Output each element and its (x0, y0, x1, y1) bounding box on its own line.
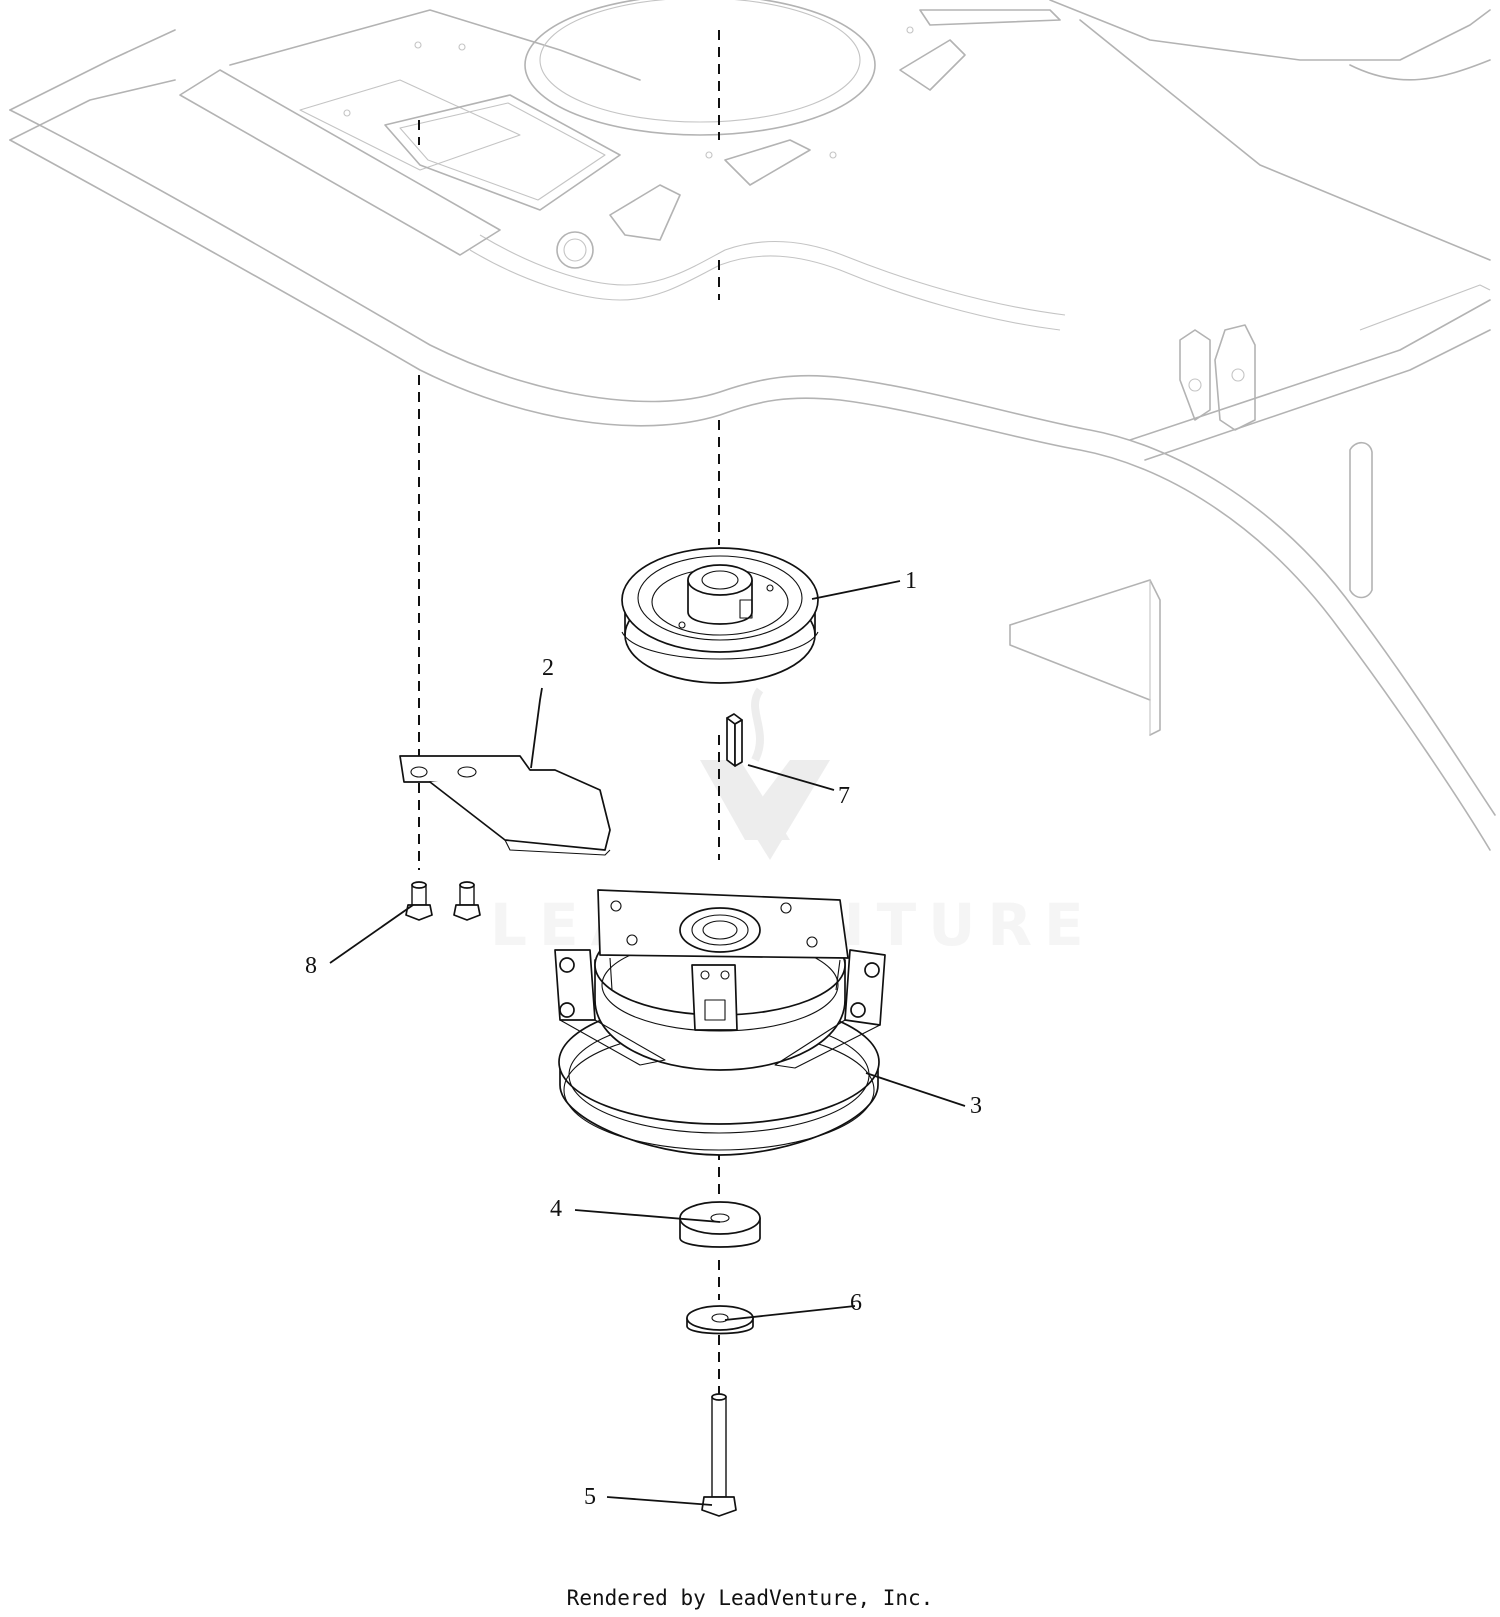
callout-5: 5 (584, 1484, 596, 1510)
callout-2: 2 (542, 655, 554, 681)
leader-lines (329, 580, 966, 1506)
footer-credit: Rendered by LeadVenture, Inc. (566, 1586, 934, 1610)
callout-1: 1 (905, 568, 917, 594)
callout-4: 4 (550, 1196, 562, 1222)
callout-6: 6 (850, 1290, 862, 1316)
part-5-bolt (701, 1393, 737, 1517)
part-2-bracket (399, 755, 611, 856)
mower-deck-frame (9, 0, 1496, 851)
part-4-spacer (679, 1201, 761, 1248)
callout-labels: 1 2 3 4 5 6 7 8 (305, 568, 982, 1510)
part-1-pulley (621, 547, 819, 684)
callout-3: 3 (970, 1093, 982, 1119)
callout-7: 7 (838, 783, 850, 809)
part-6-washer (686, 1305, 754, 1335)
part-8-bolts (405, 881, 481, 921)
callout-8: 8 (305, 953, 317, 979)
assembly-axes (418, 30, 720, 1395)
part-3-clutch (554, 889, 886, 1156)
part-7-key (726, 713, 743, 767)
